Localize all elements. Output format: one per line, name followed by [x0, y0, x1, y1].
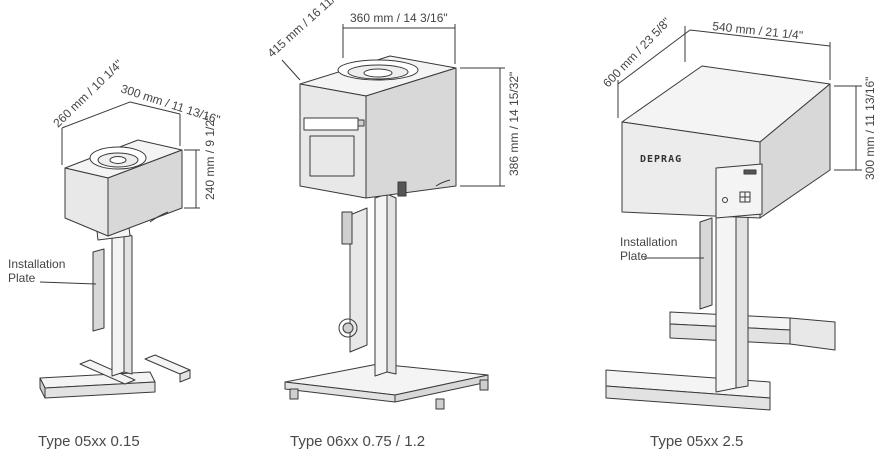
m2-height-label: 386 mm / 14 15/32"	[507, 72, 521, 176]
m3-height-label: 300 mm / 11 13/16"	[863, 77, 877, 180]
machine-type-05xx-015	[39, 101, 200, 399]
m1-height-label: 240 mm / 9 1/2"	[203, 116, 217, 200]
m2-width-label: 360 mm / 14 3/16"	[350, 11, 448, 25]
caption-type-05xx-015: Type 05xx 0.15	[38, 433, 140, 450]
m1-depth-label: 260 mm / 10 1/4"	[50, 57, 125, 130]
caption-type-06xx-075-12: Type 06xx 0.75 / 1.2	[290, 433, 426, 450]
machine-type-06xx-075-12	[281, 24, 505, 410]
m3-callout-line1: Installation	[620, 235, 677, 249]
machine-type-05xx-25	[605, 26, 862, 411]
m1-callout-line2: Plate	[8, 271, 36, 285]
m1-callout-line1: Installation	[8, 257, 65, 271]
m3-width-label: 540 mm / 21 1/4"	[712, 19, 804, 42]
m3-depth-label: 600 mm / 23 5/8"	[600, 15, 673, 90]
brand-label: DEPRAG	[640, 154, 682, 165]
caption-type-05xx-25: Type 05xx 2.5	[650, 433, 744, 450]
m3-callout-line2: Plate	[620, 249, 648, 263]
m2-depth-label: 415 mm / 16 11/32"	[265, 0, 351, 60]
